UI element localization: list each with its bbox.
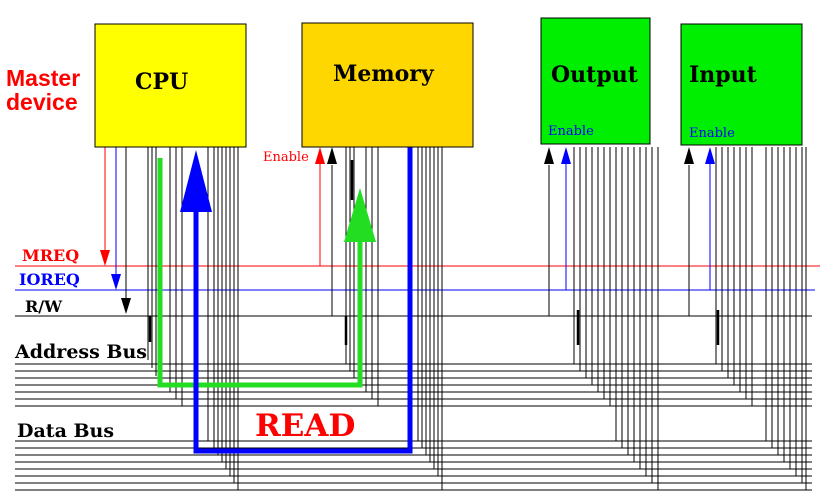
data-bus-label: Data Bus (17, 420, 114, 442)
memory-enable-label: Enable (263, 150, 309, 165)
cpu-rw-arrow (121, 147, 131, 314)
cpu-ioreq-arrow (111, 147, 121, 290)
output-enable-label: Enable (548, 124, 594, 139)
output-rw-arrow (544, 147, 554, 164)
address-bus-label: Address Bus (14, 341, 147, 363)
input-bus-connections (688, 147, 807, 490)
memory-bus-connections (331, 147, 443, 490)
memory-mreq-arrow (315, 147, 325, 266)
address-path-green (157, 158, 376, 388)
master-device-label-line1: Master (6, 65, 80, 91)
cpu-bus-connections (147, 147, 239, 490)
memory-box (301, 22, 474, 148)
input-box (680, 23, 803, 146)
address-bus-lines (15, 363, 812, 407)
read-label: READ (255, 408, 355, 444)
master-device-label-line2: device (6, 89, 78, 115)
input-enable-label: Enable (689, 126, 735, 141)
cpu-mreq-arrow (100, 147, 110, 266)
memory-label: Memory (333, 61, 435, 87)
data-bus-lines (15, 440, 812, 491)
cpu-box (94, 23, 247, 148)
mreq-label: MREQ (22, 246, 79, 265)
output-box (540, 17, 651, 145)
input-label: Input (689, 62, 758, 88)
input-rw-arrow (684, 147, 694, 164)
data-path-blue (180, 147, 413, 454)
output-ioreq-arrow (561, 147, 571, 290)
rw-label: R/W (25, 297, 63, 316)
output-bus-connections (548, 147, 659, 490)
output-label: Output (551, 62, 639, 88)
cpu-label: CPU (135, 69, 188, 95)
memory-rw-arrow (327, 147, 337, 164)
ioreq-label: IOREQ (19, 270, 80, 289)
input-ioreq-arrow (705, 147, 715, 290)
